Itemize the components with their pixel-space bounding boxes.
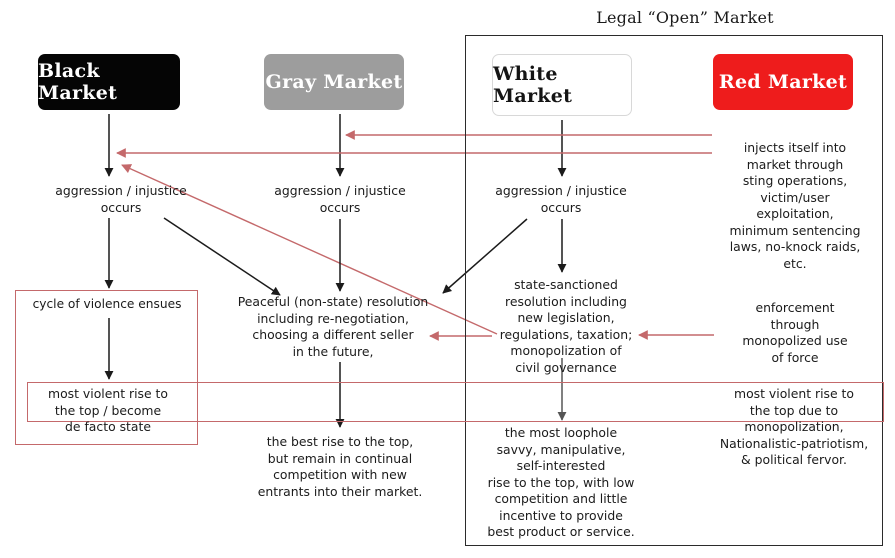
market-chip-white[interactable]: White Market <box>492 54 632 116</box>
market-chip-red-label: Red Market <box>718 71 848 93</box>
node-most-violent-rise-black-market: most violent rise to the top / become de… <box>48 386 168 434</box>
legal-open-market-title: Legal “Open” Market <box>596 8 774 27</box>
market-chip-white-label: White Market <box>493 63 573 107</box>
legal-open-market-container <box>465 35 883 546</box>
node-red-market-injects: injects itself into market through sting… <box>729 140 861 271</box>
node-peaceful-resolution: Peaceful (non-state) resolution includin… <box>237 294 429 359</box>
node-aggression-black-market: aggression / injustice occurs <box>55 183 187 215</box>
market-chip-black-label: Black Market <box>38 60 118 104</box>
node-state-sanctioned-resolution: state-sanctioned resolution including ne… <box>499 277 633 375</box>
node-cycle-of-violence: cycle of violence ensues <box>32 297 182 311</box>
node-red-market-enforcement: enforcement through monopolized use of f… <box>742 300 848 365</box>
node-most-violent-rise-red-market: most violent rise to the top due to mono… <box>719 386 869 467</box>
market-chip-gray[interactable]: Gray Market <box>264 54 404 110</box>
node-loophole-savvy-rise: the most loophole savvy, manipulative, s… <box>487 425 635 539</box>
edge-black-aggression-to-peaceful <box>163 217 281 296</box>
market-chip-black[interactable]: Black Market <box>38 54 180 110</box>
market-chip-gray-label: Gray Market <box>265 71 403 93</box>
market-chip-red[interactable]: Red Market <box>713 54 853 110</box>
node-aggression-gray-market: aggression / injustice occurs <box>274 183 406 215</box>
node-aggression-white-market: aggression / injustice occurs <box>495 183 627 215</box>
black-market-cycle-outline <box>15 290 198 445</box>
most-violent-rise-outline <box>27 382 884 422</box>
node-best-rise-to-top: the best rise to the top, but remain in … <box>257 434 423 499</box>
